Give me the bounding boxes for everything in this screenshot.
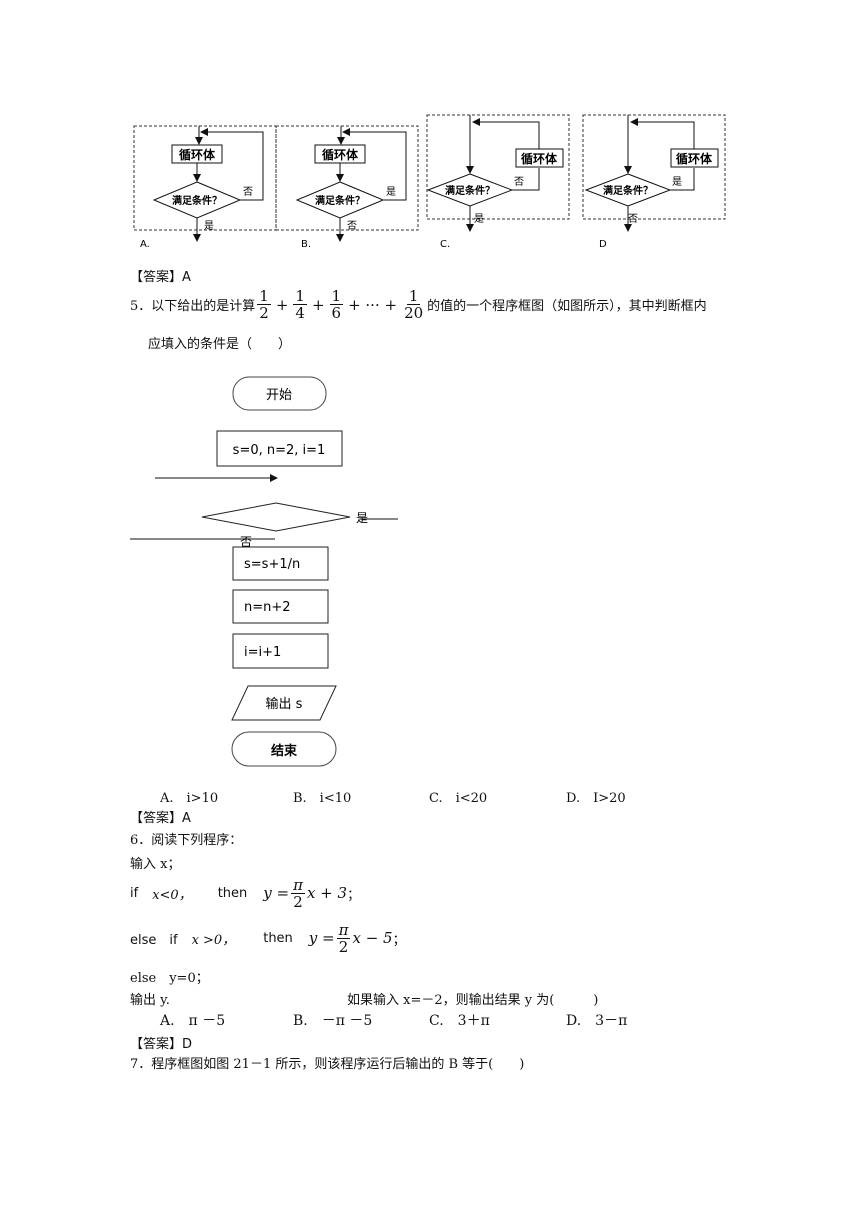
svg-text:是: 是 <box>474 213 484 225</box>
q6-question: 如果输入 x=－2，则输出结果 y 为( ) <box>347 993 599 1008</box>
answer-label: 【答案】 <box>130 270 183 285</box>
s-update-box <box>232 546 329 581</box>
answer-value: A <box>182 270 191 285</box>
if-condition: x<0， <box>152 887 192 903</box>
q4-figure-b: 循环体 满足条件？ 是 否 B. <box>275 125 419 250</box>
svg-text:循环体: 循环体 <box>322 147 359 162</box>
svg-text:是: 是 <box>386 186 396 198</box>
answer-label: 【答案】 <box>130 1037 183 1052</box>
svg-text:结束: 结束 <box>271 743 298 759</box>
q5-option-b: B. i<10 <box>293 791 352 806</box>
elseif-condition: x >0， <box>191 932 236 948</box>
end-terminal <box>231 731 337 767</box>
svg-text:循环体: 循环体 <box>179 147 216 162</box>
q5-option-a: A. i>10 <box>160 791 219 806</box>
y-equals: y = <box>263 884 290 902</box>
svg-text:s=0, n=2, i=1: s=0, n=2, i=1 <box>233 443 326 458</box>
svg-text:n=n+2: n=n+2 <box>244 600 291 615</box>
then-keyword: then <box>217 885 248 901</box>
plus-sign: + <box>311 295 325 314</box>
expr2-tail: x − 5 <box>352 929 393 947</box>
q4-answer: 【答案】A <box>130 266 191 285</box>
expr1-tail: x + 3 <box>306 884 348 902</box>
start-terminal <box>232 376 327 411</box>
ellipsis-sum: + ··· + <box>348 295 398 314</box>
q5-answer: 【答案】A <box>130 807 191 826</box>
q6-answer: 【答案】D <box>130 1033 192 1052</box>
q6-output-line: 输出 y. <box>130 993 170 1008</box>
svg-text:满足条件？: 满足条件？ <box>603 184 653 197</box>
svg-text:否: 否 <box>240 535 252 549</box>
answer-value: D <box>182 1037 193 1052</box>
svg-text:开始: 开始 <box>266 388 292 403</box>
q4-option-figures: 循环体 满足条件？ 否 是 A. 循环体 满足条件？ 是 否 B. 满足条件？ … <box>133 114 726 250</box>
plus-sign: + <box>275 295 289 314</box>
svg-text:满足条件？: 满足条件？ <box>445 184 495 197</box>
svg-text:是: 是 <box>204 220 214 232</box>
svg-text:否: 否 <box>514 176 524 188</box>
q4-figure-a: 循环体 满足条件？ 否 是 A. <box>133 125 277 250</box>
svg-text:B.: B. <box>301 239 311 250</box>
q5-option-c: C. i<20 <box>429 791 488 806</box>
svg-text:A.: A. <box>140 239 150 250</box>
q6-else-line: else y=0； <box>130 971 209 986</box>
q4-figure-c: 满足条件？ 否 循环体 是 C. <box>426 114 570 250</box>
q5-prefix: 5．以下给出的是计算 <box>130 299 256 314</box>
svg-text:是: 是 <box>672 176 682 188</box>
svg-text:循环体: 循环体 <box>521 151 558 166</box>
q4-figure-d: 满足条件？ 是 循环体 否 D <box>582 114 726 250</box>
svg-text:s=s+1/n: s=s+1/n <box>244 557 300 572</box>
q6-title: 6．阅读下列程序： <box>130 833 243 848</box>
else-if-keyword: else if <box>130 932 178 948</box>
y-equals: y = <box>308 929 335 947</box>
svg-text:否: 否 <box>243 186 253 198</box>
then-keyword: then <box>263 930 293 946</box>
svg-text:满足条件？: 满足条件？ <box>172 194 222 207</box>
i-update-box <box>232 633 329 669</box>
svg-text:循环体: 循环体 <box>676 151 713 166</box>
q5-flowchart: 开始 s=0, n=2, i=1 是 否 s=s+1/n n=n+2 i=i+1… <box>130 376 398 767</box>
svg-text:满足条件？: 满足条件？ <box>315 194 365 207</box>
svg-text:D: D <box>599 239 607 250</box>
q6-option-c: C. 3＋π <box>429 1013 490 1029</box>
q5-question-line2: 应填入的条件是（ ） <box>148 337 292 352</box>
q6-option-d: D. 3－π <box>566 1013 628 1029</box>
if-keyword: if <box>130 885 139 901</box>
svg-text:否: 否 <box>628 213 638 225</box>
q5-suffix: 的值的一个程序框图（如图所示），其中判断框内 <box>427 299 707 314</box>
svg-text:C.: C. <box>440 239 450 250</box>
decision-diamond <box>201 502 351 532</box>
q5-option-d: D. I>20 <box>566 791 626 806</box>
q6-input-line: 输入 x； <box>130 857 181 872</box>
q7-question: 7．程序框图如图 21－1 所示，则该程序运行后输出的 B 等于( ) <box>130 1057 525 1072</box>
q6-option-b: B. －π －5 <box>293 1013 373 1029</box>
init-box <box>216 430 343 467</box>
answer-value: A <box>182 811 191 826</box>
q6-option-a: A. π －5 <box>160 1013 226 1029</box>
svg-text:是: 是 <box>356 511 368 525</box>
answer-label: 【答案】 <box>130 811 183 826</box>
svg-text:否: 否 <box>347 220 357 232</box>
svg-text:i=i+1: i=i+1 <box>244 645 281 660</box>
output-parallelogram <box>231 685 337 721</box>
svg-text:输出 s: 输出 s <box>266 696 303 712</box>
n-update-box <box>232 589 329 624</box>
